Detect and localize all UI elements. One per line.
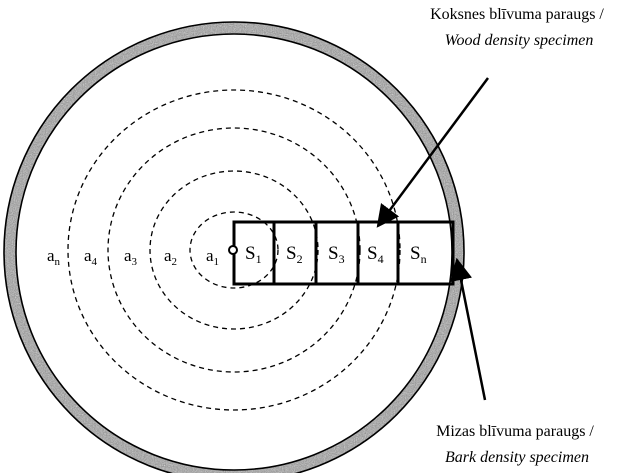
ring-label-a1: a1	[206, 246, 219, 268]
ring-label-a2: a2	[164, 246, 177, 268]
specimen-label-s1: S1	[245, 243, 262, 266]
growth-ring-1	[189, 211, 279, 289]
growth-ring-2	[149, 170, 319, 330]
ring-label-a3: a3	[124, 246, 138, 268]
ring-label-a4: a4	[84, 246, 98, 268]
growth-ring-3	[107, 127, 361, 373]
ring-label-an: an	[47, 246, 61, 268]
specimen-box-n	[396, 220, 455, 286]
pith-point	[228, 245, 238, 255]
specimen-label-s2: S2	[286, 243, 303, 266]
specimen-label-s3: S3	[328, 243, 345, 266]
growth-rings	[67, 89, 401, 411]
specimen-label-s4: S4	[367, 243, 384, 266]
specimen-label-sn: Sn	[410, 243, 427, 266]
wood-specimen-label: Koksnes blīvuma paraugs / Wood density s…	[430, 6, 608, 49]
bark-specimen-label: Mizas blīvuma paraugs / Bark density spe…	[436, 423, 598, 466]
bark-specimen-arrow	[449, 257, 487, 401]
wood-specimen-arrow	[376, 77, 490, 228]
growth-ring-4	[67, 89, 401, 411]
